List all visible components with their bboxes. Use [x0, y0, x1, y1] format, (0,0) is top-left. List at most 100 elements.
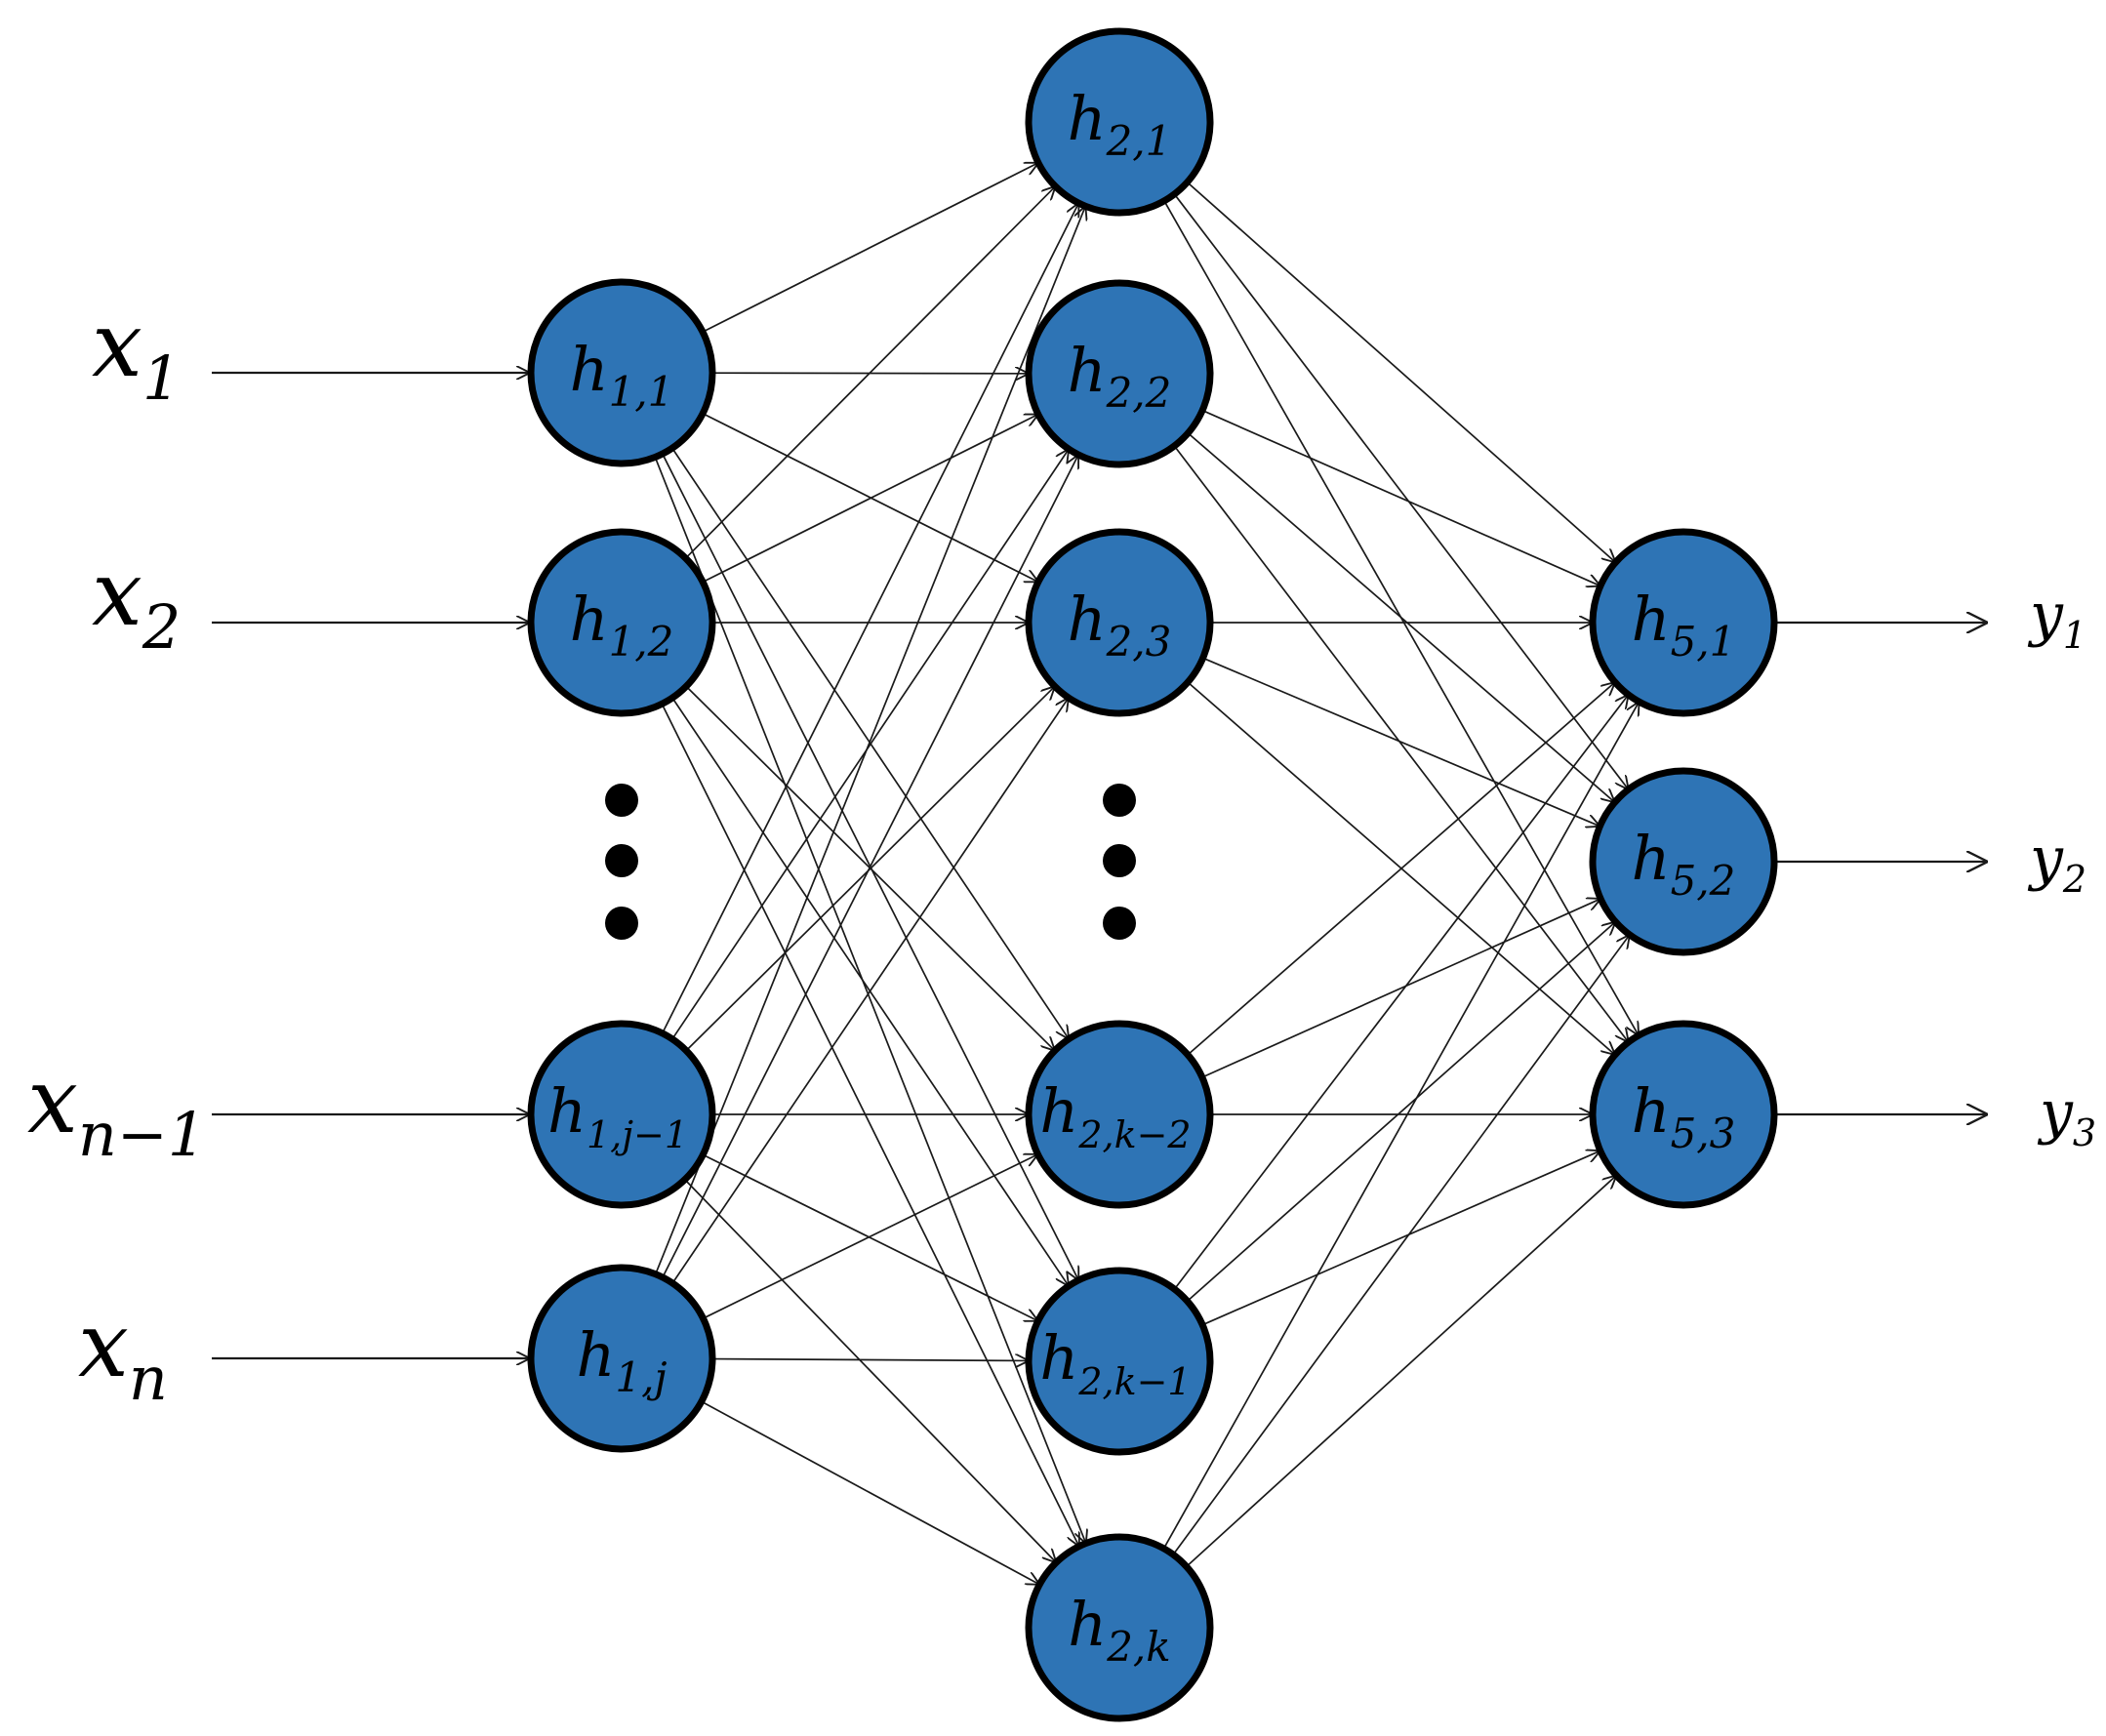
layer2-6-label-subscript: 2,k	[1106, 1623, 1171, 1671]
layer2-5-label-subscript: 2,k−1	[1077, 1360, 1191, 1403]
node-layer1-3	[527, 1020, 716, 1209]
output-label-2-base: y	[2027, 825, 2064, 893]
edge-l1-3-to-l2-3	[685, 687, 1054, 1052]
layer2-ellipsis-dot-1	[1103, 784, 1136, 817]
layer2-1-label: h2,1	[1068, 83, 1172, 165]
layer2-ellipsis-dot-2	[1103, 844, 1136, 877]
edge-l2-2-to-l5-3	[1173, 445, 1628, 1041]
layer2-3-label-base: h	[1068, 584, 1107, 655]
input-output-arrows	[212, 373, 1986, 1358]
ellipsis-dots	[605, 784, 1136, 940]
output-label-2: y2	[2027, 825, 2086, 901]
edge-l2-4-to-l5-1	[1187, 683, 1614, 1056]
output-label-1-subscript: 1	[2063, 614, 2086, 657]
output-label-3-subscript: 3	[2073, 1111, 2096, 1154]
node-layer1-2	[527, 528, 716, 717]
layer2-4-label: h2,k−2	[1039, 1075, 1191, 1156]
input-label-2: x2	[92, 542, 181, 663]
input-label-1-base: x	[92, 293, 142, 397]
node-layer2-6	[1025, 1533, 1214, 1722]
edge-l2-1-to-l5-2	[1173, 193, 1628, 788]
node-layer5-3	[1589, 1020, 1778, 1209]
layer1-2-label: h1,2	[570, 584, 674, 666]
layer2-4-label-base: h	[1039, 1075, 1078, 1147]
layer2-1-label-subscript: 2,1	[1106, 117, 1172, 165]
layer2-2-label-subscript: 2,2	[1106, 369, 1172, 417]
layer1-3-label-base: h	[547, 1075, 587, 1147]
layer5-1-label: h5,1	[1632, 584, 1736, 666]
input-label-4-base: x	[78, 1293, 129, 1397]
node-layer2-3	[1025, 528, 1214, 717]
node-layer1-1	[527, 278, 716, 467]
node-layer2-1	[1025, 27, 1214, 217]
output-label-3: y3	[2037, 1078, 2096, 1154]
edge-l1-2-to-l2-6	[661, 703, 1078, 1545]
layer1-2-label-subscript: 1,2	[609, 618, 674, 666]
output-label-1: y1	[2027, 581, 2086, 657]
node-layer5-1	[1589, 528, 1778, 717]
node-layer1-4	[527, 1264, 716, 1453]
input-label-3-subscript: n−1	[78, 1099, 206, 1170]
edge-l1-1-to-l2-6	[654, 457, 1085, 1542]
input-label-1-subscript: 1	[142, 343, 181, 414]
variable-labels: h1,1h1,2h1,j−1h1,jh2,1h2,2h2,3h2,k−2h2,k…	[27, 83, 2096, 1671]
edge-l2-6-to-l5-3	[1186, 1176, 1616, 1568]
node-layer5-2	[1589, 767, 1778, 956]
edge-l2-5-to-l5-1	[1173, 696, 1628, 1290]
edge-l1-4-to-l2-3	[671, 699, 1068, 1284]
layer5-1-label-base: h	[1632, 584, 1671, 655]
output-label-1-base: y	[2027, 581, 2064, 649]
neuron-nodes	[527, 27, 1778, 1722]
layer1-1-label-base: h	[570, 334, 609, 405]
edge-l1-2-to-l2-1	[684, 187, 1055, 559]
layer1-3-label: h1,j−1	[547, 1075, 688, 1156]
edge-l1-1-to-l2-1	[702, 163, 1037, 333]
layer2-ellipsis-dot-3	[1103, 907, 1136, 940]
layer2-6-label: h2,k	[1068, 1589, 1170, 1671]
input-label-3-base: x	[27, 1049, 78, 1153]
layer2-3-label-subscript: 2,3	[1106, 618, 1172, 666]
input-label-4: xn	[78, 1293, 168, 1414]
edge-l1-4-to-l2-1	[654, 207, 1085, 1275]
edge-l1-3-to-l2-6	[684, 1179, 1056, 1562]
edge-l1-3-to-l2-5	[702, 1153, 1036, 1320]
edge-l2-6-to-l5-1	[1162, 703, 1639, 1550]
edge-l1-3-to-l2-2	[671, 450, 1069, 1040]
connection-edges	[654, 163, 1639, 1584]
edge-l1-4-to-l2-2	[662, 456, 1078, 1278]
layer5-3-label-subscript: 5,3	[1671, 1110, 1736, 1157]
input-label-2-subscript: 2	[142, 591, 181, 663]
layer5-3-label-base: h	[1632, 1075, 1671, 1147]
layer1-1-label: h1,1	[570, 334, 674, 416]
input-label-1: x1	[92, 293, 181, 414]
layer1-4-label: h1,j	[576, 1319, 667, 1401]
node-layer2-4	[1025, 1020, 1214, 1209]
layer2-1-label-base: h	[1068, 83, 1107, 154]
edge-l2-2-to-l5-1	[1201, 409, 1600, 586]
layer2-2-label-base: h	[1068, 335, 1107, 406]
edge-l1-2-to-l2-2	[702, 415, 1037, 584]
edge-l1-3-to-l2-1	[661, 204, 1078, 1034]
input-label-3: xn−1	[27, 1049, 206, 1170]
output-label-3-base: y	[2037, 1078, 2074, 1147]
edge-l1-4-to-l2-5	[711, 1359, 1028, 1361]
layer5-2-label: h5,2	[1632, 823, 1736, 905]
edge-l1-4-to-l2-4	[703, 1154, 1037, 1319]
layer2-2-label: h2,2	[1068, 335, 1172, 417]
layer2-3-label: h2,3	[1068, 584, 1172, 666]
layer1-4-label-subscript: 1,j	[615, 1353, 667, 1401]
layer2-6-label-base: h	[1068, 1589, 1107, 1660]
layer1-ellipsis-dot-1	[605, 784, 638, 817]
layer5-2-label-base: h	[1632, 823, 1671, 894]
edge-l2-4-to-l5-2	[1201, 899, 1600, 1078]
edge-l2-3-to-l5-2	[1202, 657, 1600, 826]
layer2-5-label-base: h	[1039, 1322, 1078, 1393]
edge-l1-4-to-l2-6	[701, 1400, 1039, 1584]
output-label-2-subscript: 2	[2062, 858, 2086, 901]
input-label-4-subscript: n	[129, 1343, 168, 1414]
node-layer2-5	[1025, 1267, 1214, 1456]
edge-l2-5-to-l5-3	[1201, 1151, 1600, 1326]
layer2-4-label-subscript: 2,k−2	[1077, 1113, 1191, 1156]
edge-l2-1-to-l5-1	[1186, 182, 1615, 562]
